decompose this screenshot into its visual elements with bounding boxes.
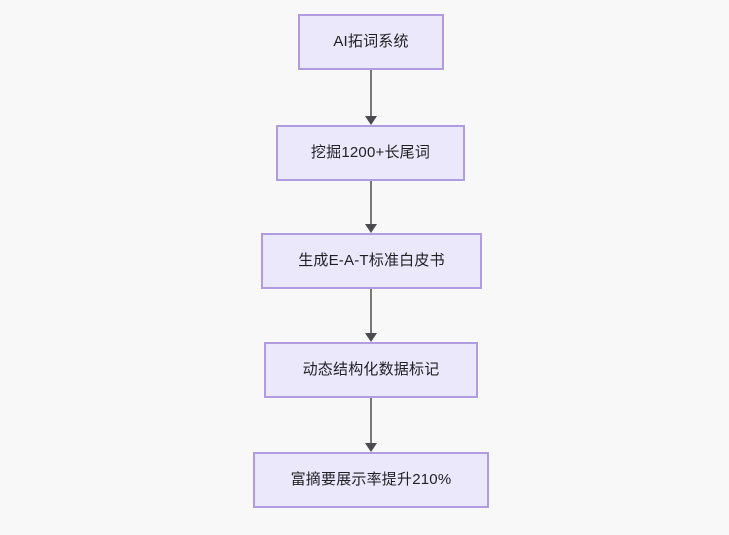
flow-node-label: 富摘要展示率提升210% <box>290 471 452 488</box>
flow-node-dynamic-structured-data-markup[interactable]: 动态结构化数据标记 <box>264 342 478 398</box>
flow-node-generate-eat-whitepaper[interactable]: 生成E-A-T标准白皮书 <box>261 233 482 289</box>
connector-line <box>370 70 372 117</box>
arrowhead-icon <box>365 116 377 125</box>
connector-arrow-3 <box>365 289 377 342</box>
flow-node-label: 动态结构化数据标记 <box>302 361 440 378</box>
flow-node-mine-longtail-keywords[interactable]: 挖掘1200+长尾词 <box>276 125 465 181</box>
connector-line <box>370 289 372 334</box>
flow-node-label: 挖掘1200+长尾词 <box>310 144 431 161</box>
connector-arrow-1 <box>365 70 377 125</box>
arrowhead-icon <box>365 333 377 342</box>
connector-arrow-4 <box>365 398 377 452</box>
flow-node-label: AI拓词系统 <box>333 33 409 50</box>
flow-node-rich-snippet-impression-lift[interactable]: 富摘要展示率提升210% <box>253 452 489 508</box>
flow-node-ai-keyword-system[interactable]: AI拓词系统 <box>298 14 444 70</box>
flow-node-label: 生成E-A-T标准白皮书 <box>298 252 445 269</box>
arrowhead-icon <box>365 443 377 452</box>
connector-arrow-2 <box>365 181 377 233</box>
connector-line <box>370 398 372 444</box>
arrowhead-icon <box>365 224 377 233</box>
connector-line <box>370 181 372 225</box>
